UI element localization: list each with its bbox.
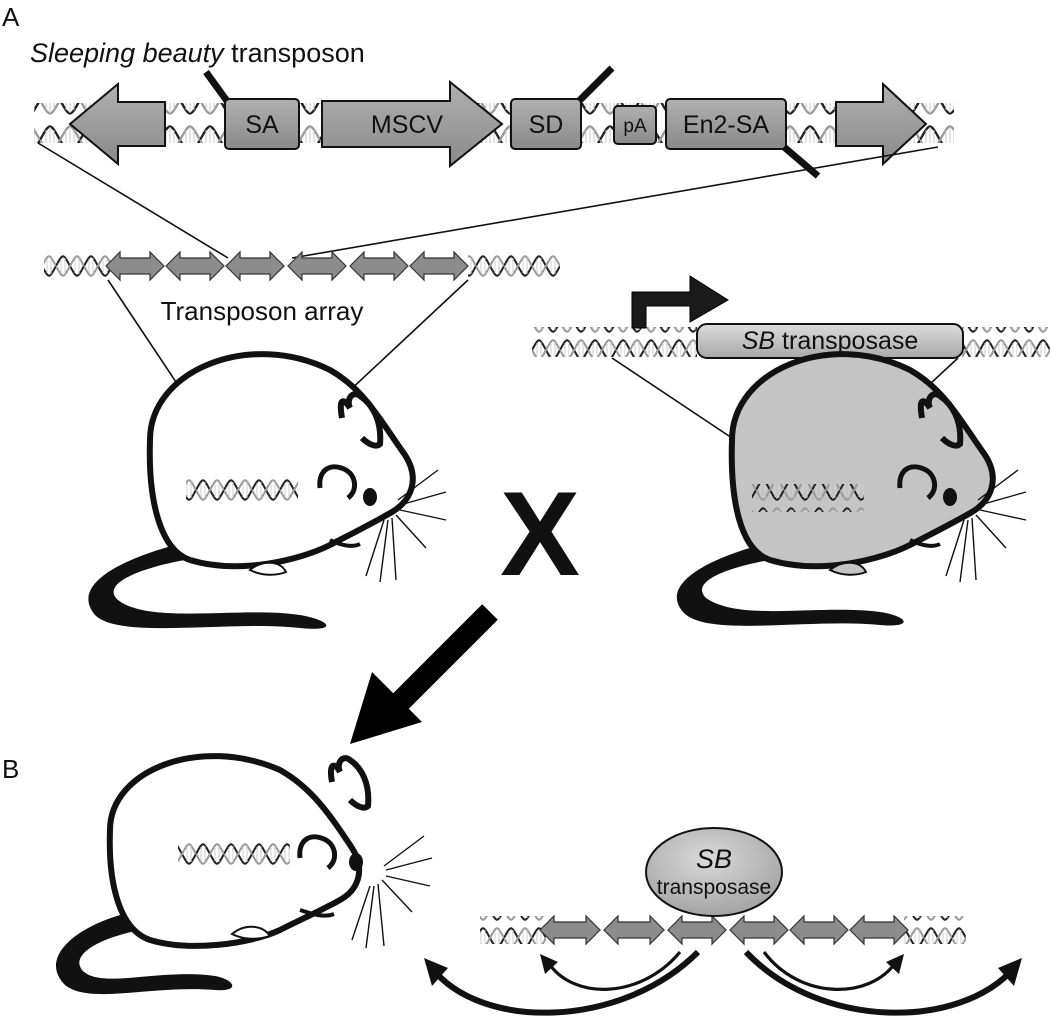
panel-label-a: A [2, 2, 20, 32]
en2-sa-splice-tick [781, 144, 821, 179]
sb-transposase-label: SB transposase [742, 327, 919, 355]
offspring-arrow [350, 604, 498, 744]
left-inverted-repeat-arrow [68, 81, 166, 167]
mouse-transposase [676, 351, 1027, 626]
transposon-array-dna [44, 252, 560, 280]
transposase-construct: SB transposase [532, 275, 1050, 359]
element-mscv-label: MSCV [371, 111, 444, 139]
transposon-title: Sleeping beauty transposon [30, 38, 365, 68]
bubble-label-sb: SB [696, 844, 732, 874]
element-sa-box [224, 98, 300, 150]
promoter-arrow [631, 275, 729, 329]
element-pa-label: pA [623, 116, 647, 137]
mouse-transposon [88, 351, 447, 629]
element-en2-sa-label: En2-SA [683, 111, 769, 139]
transposon-title-italic: Sleeping beauty [30, 38, 225, 68]
panel-b-dna [480, 916, 966, 944]
element-sa-label: SA [245, 111, 279, 139]
sb-transposase-bubble: SB transposase [645, 827, 783, 917]
element-sd-box [510, 98, 582, 150]
zoom-line-left [37, 142, 229, 259]
cross-symbol: X [500, 467, 580, 601]
element-pa-box [613, 105, 657, 145]
bubble-label-transposase: transposase [657, 876, 771, 899]
element-en2-sa-box [665, 98, 787, 150]
mouse-offspring [56, 753, 433, 995]
transposon-array-label: Transposon array [161, 296, 364, 326]
zoom-line-right [291, 146, 939, 259]
transposon-array-arrows [105, 250, 469, 282]
transposon-title-rest: transposon [224, 38, 365, 68]
mobilization-arrows [424, 949, 1022, 1016]
panel-label-b: B [2, 754, 19, 784]
sd-splice-tick [576, 65, 615, 104]
right-inverted-repeat-arrow [835, 81, 928, 167]
sa-splice-tick [203, 69, 230, 104]
panel-b-array-arrows [539, 914, 909, 946]
element-mscv-arrow [321, 79, 504, 169]
element-sd-label: SD [529, 111, 564, 139]
